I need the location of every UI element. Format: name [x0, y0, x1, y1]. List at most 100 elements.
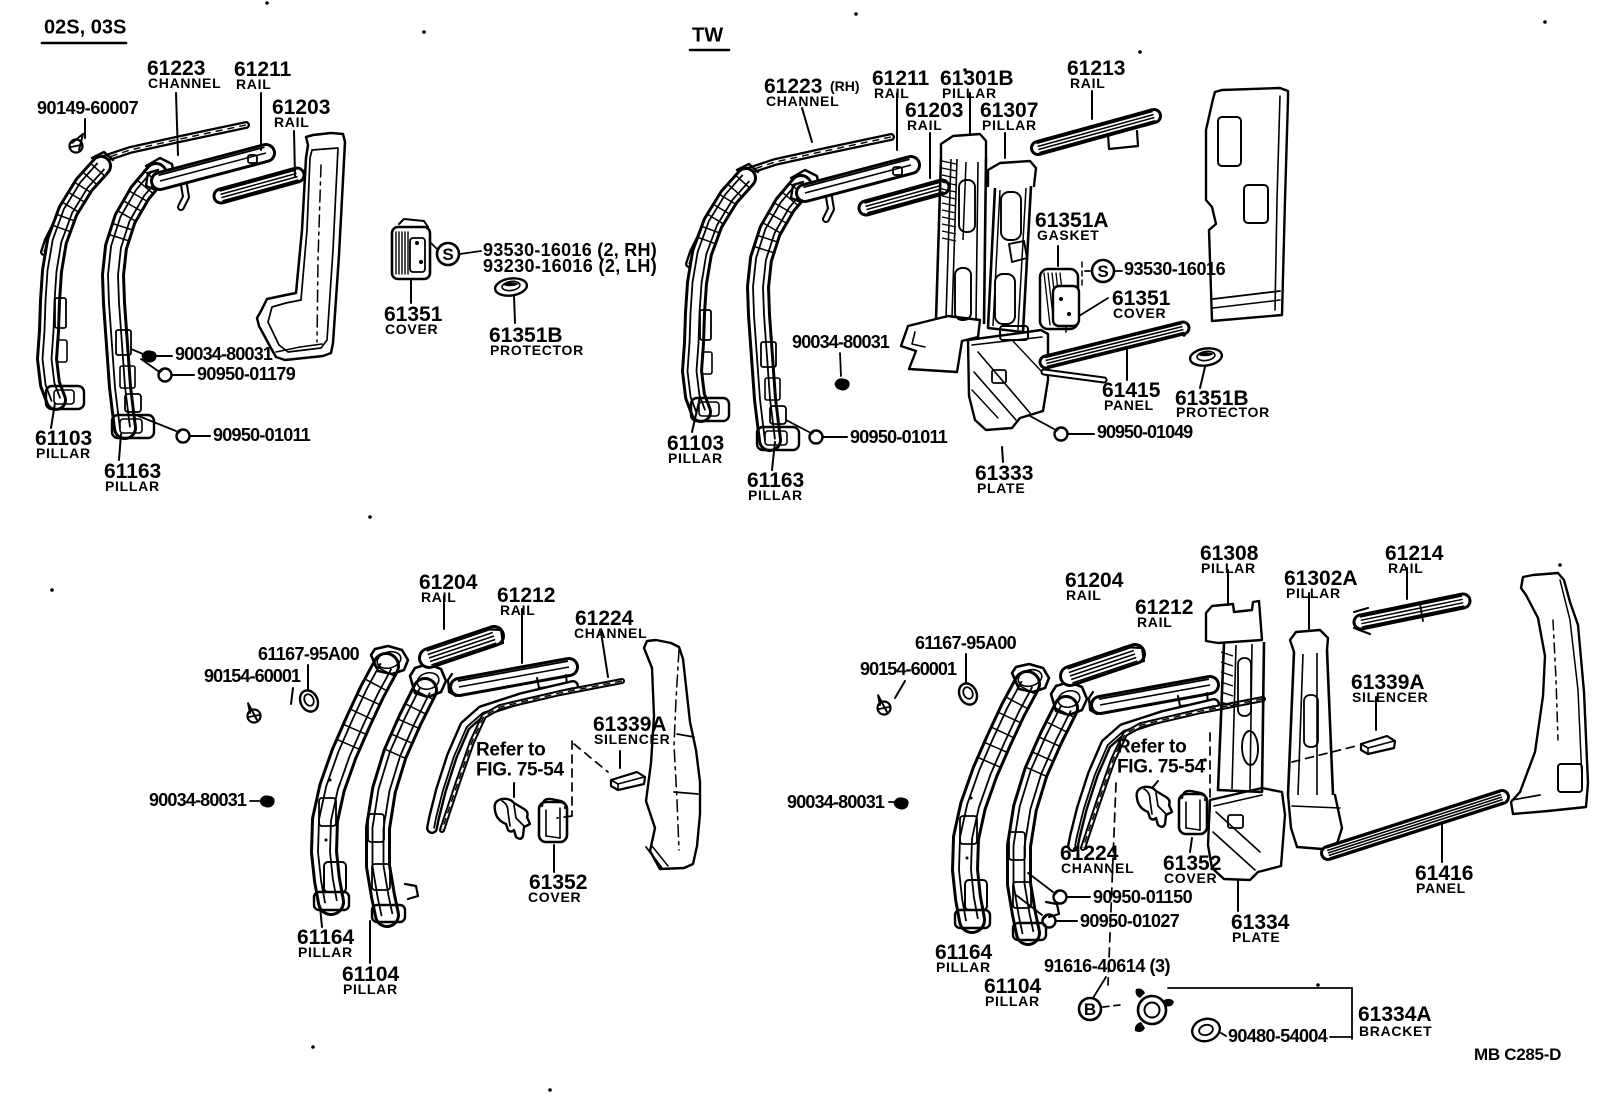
svg-text:61211: 61211: [234, 58, 292, 81]
svg-text:61339A: 61339A: [593, 713, 667, 736]
svg-text:61104: 61104: [342, 963, 400, 986]
svg-text:FIG. 75-54: FIG. 75-54: [476, 760, 565, 781]
svg-text:CHANNEL: CHANNEL: [1061, 860, 1134, 876]
svg-text:RAIL: RAIL: [421, 589, 456, 605]
svg-text:S: S: [442, 245, 453, 264]
svg-text:PILLAR: PILLAR: [36, 445, 91, 461]
svg-text:61214: 61214: [1385, 542, 1444, 565]
svg-text:MB C285-D: MB C285-D: [1474, 1045, 1561, 1064]
svg-text:PILLAR: PILLAR: [1201, 560, 1256, 576]
svg-text:(RH): (RH): [830, 78, 860, 94]
svg-text:SILENCER: SILENCER: [594, 731, 670, 747]
svg-text:COVER: COVER: [528, 889, 581, 905]
svg-text:91616-40614 (3): 91616-40614 (3): [1044, 956, 1171, 976]
svg-text:90034-80031: 90034-80031: [787, 792, 885, 812]
svg-text:61213: 61213: [1067, 57, 1125, 80]
svg-text:61333: 61333: [975, 462, 1033, 485]
svg-text:61352: 61352: [529, 871, 587, 894]
svg-text:COVER: COVER: [385, 321, 438, 337]
svg-text:90154-60001: 90154-60001: [204, 666, 301, 686]
svg-text:61204: 61204: [419, 571, 478, 594]
svg-text:61224: 61224: [1060, 842, 1119, 865]
svg-text:61351B: 61351B: [489, 324, 563, 347]
svg-text:90950-01150: 90950-01150: [1093, 887, 1193, 907]
svg-text:Refer to: Refer to: [476, 740, 545, 761]
svg-text:PLATE: PLATE: [977, 480, 1025, 496]
svg-text:PILLAR: PILLAR: [1286, 585, 1341, 601]
svg-text:S: S: [1097, 262, 1108, 281]
svg-text:COVER: COVER: [1113, 305, 1166, 321]
svg-text:COVER: COVER: [1164, 870, 1217, 886]
svg-text:GASKET: GASKET: [1037, 227, 1100, 243]
svg-text:61203: 61203: [272, 96, 330, 119]
svg-text:61212: 61212: [1135, 596, 1193, 619]
svg-text:61307: 61307: [980, 99, 1038, 122]
svg-text:61224: 61224: [575, 607, 634, 630]
svg-text:61164: 61164: [935, 941, 993, 964]
svg-text:61204: 61204: [1065, 569, 1124, 592]
svg-text:61351: 61351: [1112, 287, 1171, 310]
svg-text:61302A: 61302A: [1284, 567, 1358, 590]
svg-text:PROTECTOR: PROTECTOR: [1176, 404, 1270, 420]
svg-text:61103: 61103: [667, 432, 724, 455]
svg-text:RAIL: RAIL: [500, 602, 535, 618]
svg-text:61104: 61104: [984, 975, 1042, 998]
svg-text:B: B: [1084, 1000, 1096, 1019]
svg-text:RAIL: RAIL: [907, 117, 942, 133]
svg-text:RAIL: RAIL: [874, 85, 909, 101]
svg-text:CHANNEL: CHANNEL: [574, 625, 647, 641]
svg-text:SILENCER: SILENCER: [1352, 689, 1428, 705]
svg-text:61416: 61416: [1415, 862, 1473, 885]
svg-text:61351B: 61351B: [1175, 387, 1249, 410]
svg-text:61415: 61415: [1102, 379, 1161, 402]
svg-text:61308: 61308: [1200, 542, 1259, 565]
svg-text:PROTECTOR: PROTECTOR: [490, 342, 584, 358]
svg-text:PILLAR: PILLAR: [343, 981, 398, 997]
svg-text:90034-80031: 90034-80031: [175, 344, 273, 364]
svg-text:61223: 61223: [147, 57, 205, 80]
svg-text:PILLAR: PILLAR: [985, 993, 1040, 1009]
svg-text:RAIL: RAIL: [1388, 560, 1423, 576]
svg-text:93530-16016: 93530-16016: [1124, 259, 1226, 279]
svg-text:61164: 61164: [297, 926, 355, 949]
svg-text:61223: 61223: [764, 75, 822, 98]
svg-text:93230-16016 (2, LH): 93230-16016 (2, LH): [483, 256, 657, 276]
svg-text:PANEL: PANEL: [1416, 880, 1466, 896]
svg-text:61334A: 61334A: [1358, 1003, 1432, 1026]
svg-text:90950-01011: 90950-01011: [850, 427, 948, 447]
svg-text:BRACKET: BRACKET: [1359, 1023, 1432, 1039]
svg-text:PILLAR: PILLAR: [748, 487, 803, 503]
svg-text:90480-54004: 90480-54004: [1228, 1026, 1328, 1046]
svg-text:PILLAR: PILLAR: [668, 450, 723, 466]
svg-text:61352: 61352: [1163, 852, 1221, 875]
svg-text:61212: 61212: [497, 584, 555, 607]
svg-text:PILLAR: PILLAR: [298, 944, 353, 960]
svg-text:90950-01049: 90950-01049: [1097, 422, 1193, 442]
svg-text:90950-01179: 90950-01179: [197, 364, 296, 384]
svg-text:FIG. 75-54: FIG. 75-54: [1117, 757, 1206, 778]
svg-text:90034-80031: 90034-80031: [149, 790, 247, 810]
svg-text:90149-60007: 90149-60007: [37, 98, 139, 118]
svg-text:CHANNEL: CHANNEL: [148, 75, 221, 91]
svg-text:PILLAR: PILLAR: [936, 959, 991, 975]
svg-text:90950-01027: 90950-01027: [1080, 911, 1180, 931]
svg-text:61339A: 61339A: [1351, 671, 1425, 694]
svg-text:90154-60001: 90154-60001: [860, 659, 957, 679]
svg-text:PILLAR: PILLAR: [982, 117, 1037, 133]
svg-text:RAIL: RAIL: [1137, 614, 1172, 630]
svg-text:61351A: 61351A: [1035, 209, 1109, 232]
svg-text:61163: 61163: [104, 460, 161, 483]
svg-text:90034-80031: 90034-80031: [792, 332, 890, 352]
svg-text:Refer to: Refer to: [1117, 737, 1186, 758]
svg-text:61211: 61211: [872, 67, 930, 90]
svg-text:RAIL: RAIL: [274, 114, 309, 130]
svg-text:93530-16016 (2, RH): 93530-16016 (2, RH): [483, 240, 657, 260]
svg-text:61203: 61203: [905, 99, 963, 122]
svg-text:61301B: 61301B: [940, 67, 1014, 90]
svg-text:PILLAR: PILLAR: [942, 85, 997, 101]
svg-text:61163: 61163: [747, 469, 804, 492]
svg-text:61351: 61351: [384, 303, 443, 326]
svg-text:61334: 61334: [1231, 911, 1290, 934]
svg-text:RAIL: RAIL: [1066, 587, 1101, 603]
svg-text:PLATE: PLATE: [1232, 929, 1280, 945]
